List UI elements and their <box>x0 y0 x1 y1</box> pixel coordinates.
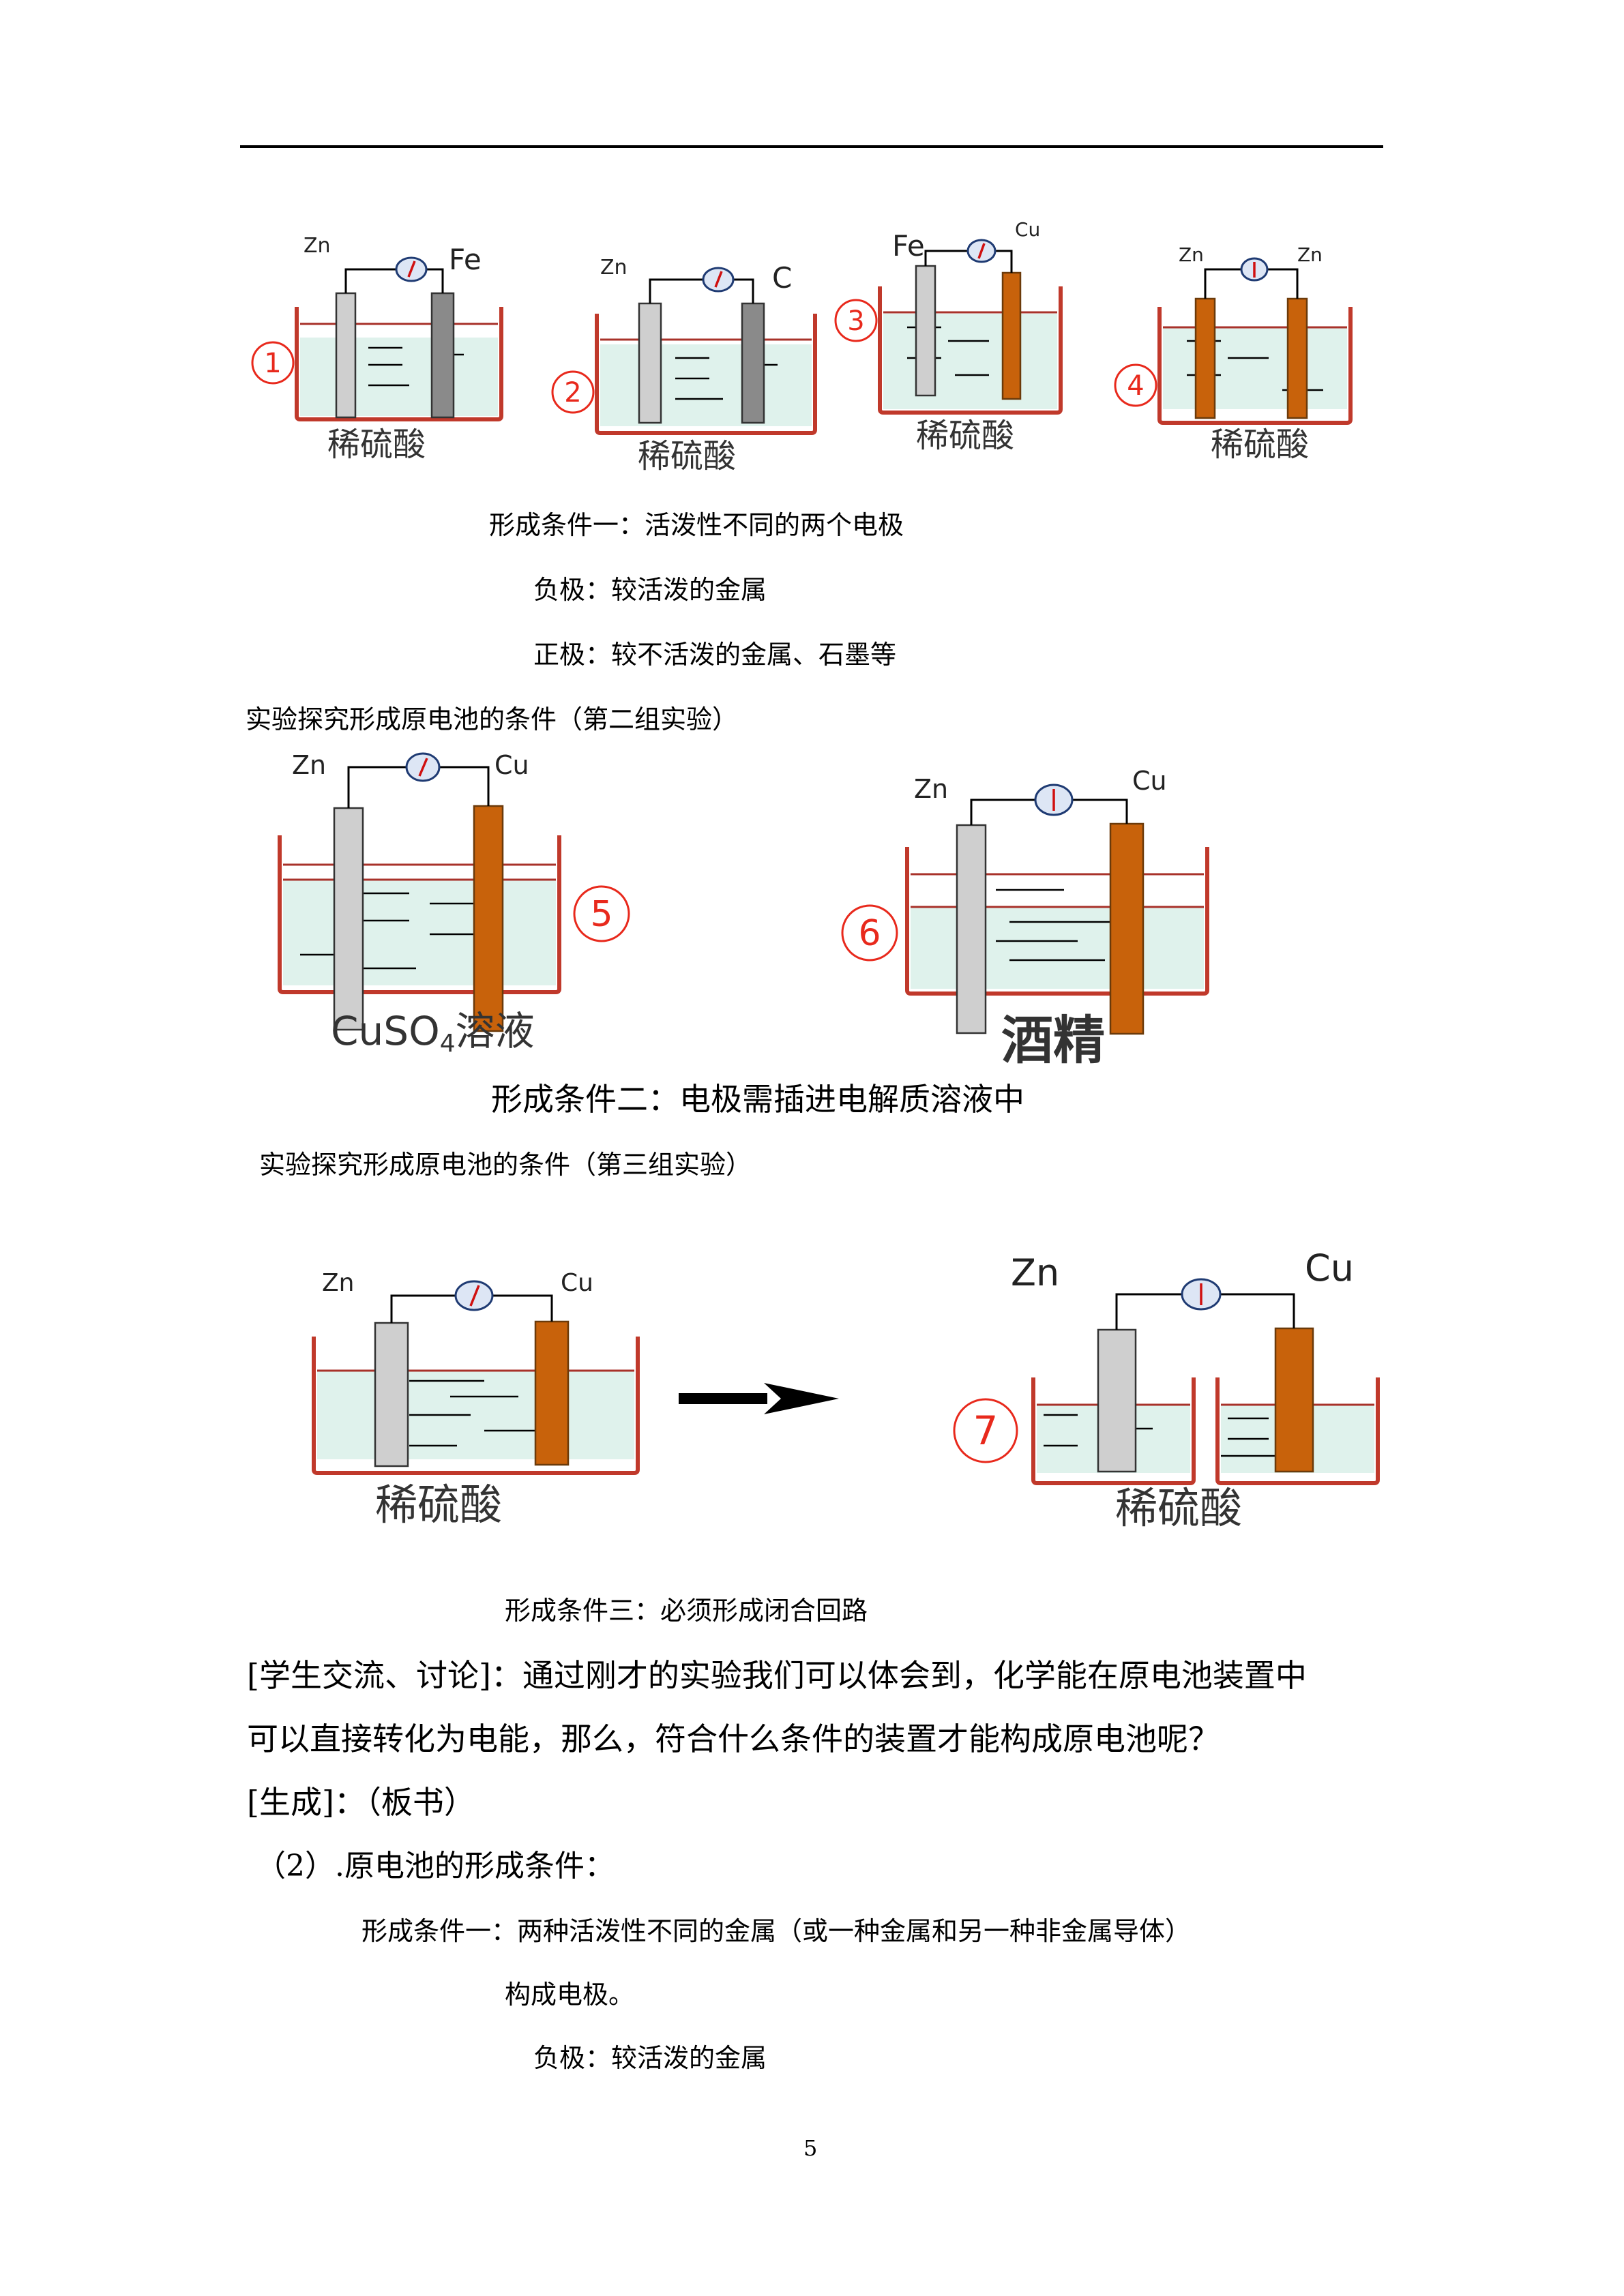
figure-group-3: Zn Cu 稀硫酸 Zn Cu 7 稀硫酸 <box>312 1248 1380 1533</box>
cell-3-right-electrode <box>1001 271 1022 400</box>
cell-4-right-label: Zn <box>1297 243 1323 266</box>
cell-4-left-label: Zn <box>1179 243 1204 266</box>
group-2-heading: 实验探究形成原电池的条件（第二组实验） <box>246 704 739 734</box>
cell-1-liquid <box>300 338 498 416</box>
cell-7-right-label: Cu <box>1305 1248 1354 1289</box>
cell-4-left-electrode <box>1194 297 1216 419</box>
summary-negative: 负极：较活泼的金属 <box>533 2043 767 2073</box>
cell-4-liquid <box>1163 327 1347 409</box>
cell-7-left-electrode <box>1097 1328 1137 1473</box>
cell-6-right-label: Cu <box>1132 766 1167 796</box>
cell-5-solution: CuSO4溶液 <box>331 1008 535 1058</box>
cell-2-liquid <box>600 344 812 426</box>
summary-condition-1-continued: 构成电极。 <box>505 1980 635 2010</box>
figure-group-1: Zn Fe 1 稀硫酸 Zn C 2 稀硫酸 Fe Cu <box>251 218 1353 475</box>
cell-before-beaker <box>312 1337 640 1475</box>
cell-7-right-beaker <box>1215 1377 1380 1485</box>
cell-1-left-electrode <box>335 292 357 419</box>
cell-5-beaker <box>278 835 561 994</box>
cell-1-beaker <box>295 307 503 421</box>
svg-text:3: 3 <box>847 305 864 337</box>
group-3-heading: 实验探究形成原电池的条件（第三组实验） <box>259 1150 752 1180</box>
cell-6-right-electrode <box>1109 822 1145 1035</box>
cell-2-left-electrode <box>638 302 662 424</box>
cell-1-solution: 稀硫酸 <box>327 426 426 464</box>
condition-1-negative: 负极：较活泼的金属 <box>533 575 767 605</box>
generate-label: [生成]：（板书） <box>247 1784 475 1821</box>
cell-2: Zn C 2 稀硫酸 <box>551 256 817 475</box>
cell-3-number-icon <box>834 299 878 342</box>
cell-5-left-electrode <box>333 807 364 1031</box>
cell-1: Zn Fe 1 稀硫酸 <box>251 234 503 464</box>
discussion-line-1: [学生交流、讨论]：通过刚才的实验我们可以体会到，化学能在原电池装置中 <box>247 1657 1307 1694</box>
cell-3-beaker <box>878 286 1063 415</box>
cell-before: Zn Cu 稀硫酸 <box>312 1269 640 1530</box>
cell-4: Zn Zn 4 稀硫酸 <box>1114 243 1353 464</box>
cell-6-solution: 酒精 <box>1001 1010 1105 1071</box>
cell-before-right-electrode <box>534 1320 570 1466</box>
cell-2-left-label: Zn <box>600 256 628 280</box>
cell-4-right-electrode <box>1286 297 1308 419</box>
cell-6: Zn Cu 6 酒精 <box>841 766 1209 1071</box>
svg-text:6: 6 <box>858 913 881 954</box>
cell-3: Fe Cu 3 稀硫酸 <box>834 218 1063 455</box>
cell-2-right-electrode <box>741 302 765 424</box>
cell-before-solution: 稀硫酸 <box>375 1480 502 1530</box>
cell-2-solution: 稀硫酸 <box>638 437 736 475</box>
cell-1-right-label: Fe <box>449 243 482 276</box>
condition-1-title: 形成条件一：活泼性不同的两个电极 <box>489 510 904 540</box>
svg-text:2: 2 <box>564 377 581 408</box>
cell-4-number-icon <box>1114 363 1157 407</box>
cell-2-beaker <box>595 314 817 435</box>
cell-6-liquid <box>911 907 1204 989</box>
svg-text:1: 1 <box>264 348 281 379</box>
section-heading: （2）.原电池的形成条件： <box>256 1849 615 1883</box>
cell-7-left-label: Zn <box>1011 1251 1059 1294</box>
cell-7-number-icon <box>953 1398 1018 1463</box>
cell-5-right-label: Cu <box>494 750 529 780</box>
header-rule <box>240 145 1383 148</box>
cell-3-left-label: Fe <box>892 229 925 263</box>
condition-2-title: 形成条件二：电极需插进电解质溶液中 <box>491 1081 1024 1118</box>
svg-text:7: 7 <box>973 1407 999 1454</box>
cell-before-left-label: Zn <box>322 1269 354 1297</box>
cell-2-number-icon <box>551 370 595 414</box>
cell-7-right-electrode <box>1274 1327 1314 1473</box>
cell-3-left-electrode <box>915 265 936 397</box>
figure-group-2: Zn Cu 5 CuSO4溶液 Zn Cu 6 酒精 <box>278 750 1209 1071</box>
cell-5-right-electrode <box>473 805 504 1032</box>
cell-6-left-label: Zn <box>914 774 948 804</box>
cell-5: Zn Cu 5 CuSO4溶液 <box>278 750 630 1058</box>
cell-7-left-beaker <box>1031 1377 1196 1485</box>
page-number: 5 <box>803 2135 818 2161</box>
cell-4-solution: 稀硫酸 <box>1211 426 1309 464</box>
cell-before-left-electrode <box>374 1322 409 1467</box>
cell-1-number-icon <box>251 341 295 385</box>
cell-1-right-electrode <box>430 292 455 419</box>
cell-6-left-electrode <box>956 824 987 1034</box>
cell-5-number-icon <box>573 885 630 942</box>
cell-before-right-label: Cu <box>561 1269 593 1297</box>
cell-1-left-label: Zn <box>304 234 331 258</box>
cell-5-left-label: Zn <box>292 750 326 780</box>
cell-3-solution: 稀硫酸 <box>916 417 1014 455</box>
cell-7-solution: 稀硫酸 <box>1115 1483 1242 1533</box>
condition-3-title: 形成条件三：必须形成闭合回路 <box>505 1596 868 1626</box>
discussion-line-2: 可以直接转化为电能，那么，符合什么条件的装置才能构成原电池呢？ <box>247 1720 1220 1757</box>
cell-5-liquid <box>283 880 556 985</box>
cell-6-number-icon <box>841 904 898 961</box>
summary-condition-1: 形成条件一：两种活泼性不同的金属（或一种金属和另一种非金属导体） <box>361 1916 1192 1946</box>
cell-6-beaker <box>905 847 1209 996</box>
svg-text:5: 5 <box>590 894 612 935</box>
cell-2-right-label: C <box>772 261 792 295</box>
arrow-icon <box>679 1383 839 1414</box>
condition-1-positive: 正极：较不活泼的金属、石墨等 <box>533 640 897 670</box>
cell-before-liquid <box>317 1371 634 1459</box>
cell-3-right-label: Cu <box>1015 218 1040 241</box>
cell-7: Zn Cu 7 稀硫酸 <box>953 1248 1380 1533</box>
cell-3-liquid <box>883 314 1057 409</box>
svg-text:4: 4 <box>1127 370 1144 402</box>
cell-4-beaker <box>1157 307 1353 425</box>
